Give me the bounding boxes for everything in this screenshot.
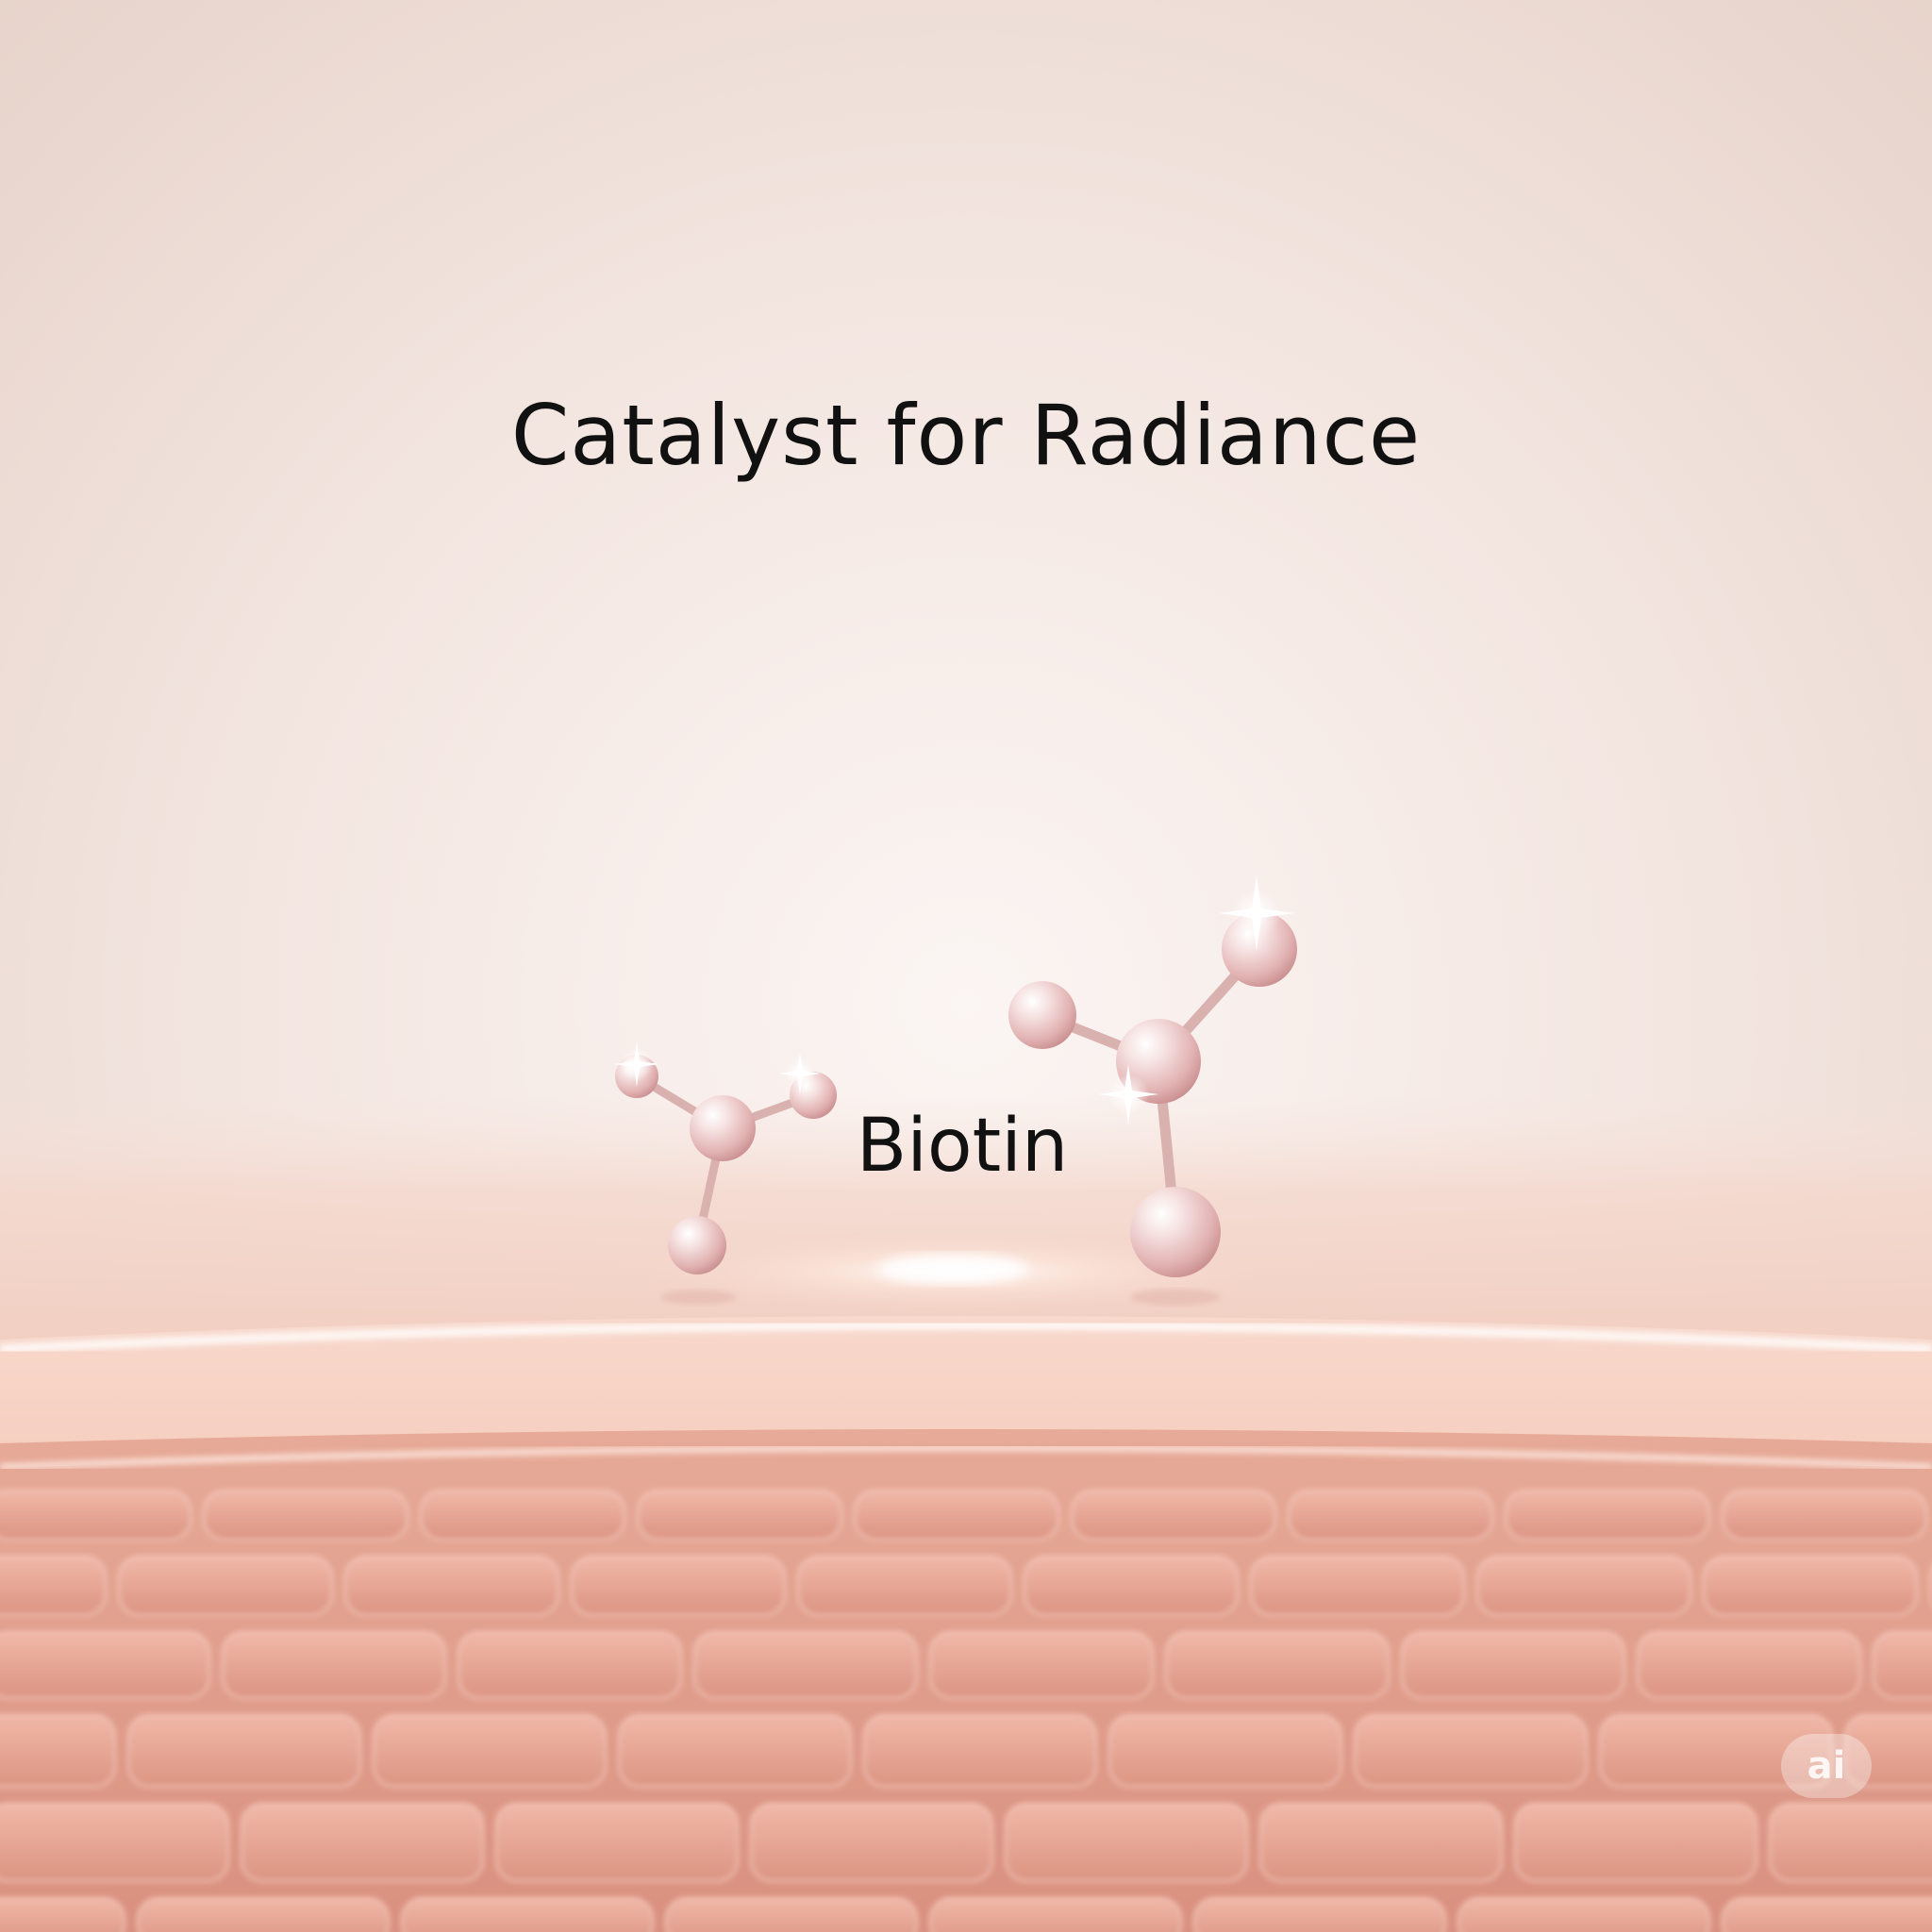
skin-cell (749, 1802, 994, 1883)
skin-cell (1004, 1802, 1249, 1883)
sparkle-icon (1219, 875, 1294, 951)
skin-cell (1192, 1896, 1447, 1932)
skin-cell (372, 1713, 608, 1789)
skin-cell (928, 1896, 1183, 1932)
skin-cell (1023, 1555, 1240, 1617)
skin-cell (494, 1802, 740, 1883)
ground-glow-core (877, 1254, 1028, 1284)
skin-cell (1475, 1555, 1692, 1617)
skin-cell (117, 1555, 334, 1617)
skin-cell (1721, 1896, 1932, 1932)
ai-badge: ai (1781, 1734, 1872, 1798)
skin-cell (0, 1489, 192, 1541)
skin-cells (0, 1489, 1932, 1932)
skin-cell (0, 1555, 108, 1617)
skin-cell (1353, 1713, 1589, 1789)
skin-cell (1636, 1630, 1862, 1700)
skin-cell (1400, 1630, 1626, 1700)
headline: Catalyst for Radiance (510, 387, 1422, 484)
sparkle-icon (614, 1041, 659, 1087)
skin-cell (796, 1555, 1013, 1617)
skin-cell (221, 1630, 447, 1700)
skin-cell (1249, 1555, 1466, 1617)
skin-cell (928, 1630, 1155, 1700)
skin-cell (1457, 1896, 1711, 1932)
skin-cell (1504, 1489, 1711, 1541)
skin-cell (343, 1555, 560, 1617)
sparkle-icon (1098, 1064, 1158, 1124)
skin-cell (202, 1489, 409, 1541)
skin-cell (1598, 1713, 1834, 1789)
skin-cell (862, 1713, 1098, 1789)
skin-cell (617, 1713, 853, 1789)
skin-cell (1702, 1555, 1919, 1617)
skin-cell (1164, 1630, 1391, 1700)
skin-cell (0, 1713, 117, 1789)
skin-cell (853, 1489, 1060, 1541)
biotin-label: Biotin (856, 1104, 1069, 1189)
skin-cell (636, 1489, 843, 1541)
skin-cell (400, 1896, 655, 1932)
skin-cell (1872, 1630, 1932, 1700)
skin-cell (570, 1555, 787, 1617)
skin-cell (1108, 1713, 1343, 1789)
skin-surface-highlight (0, 1321, 1932, 1354)
skin-cell (692, 1630, 919, 1700)
skin-cell (1070, 1489, 1277, 1541)
skin-cell (1258, 1802, 1504, 1883)
molecule-small-icon (615, 1055, 837, 1305)
skin-cell (1721, 1489, 1928, 1541)
skin-cell (0, 1896, 126, 1932)
skin-cell (664, 1896, 919, 1932)
skin-cell (1843, 1713, 1932, 1789)
skin-cell (1768, 1802, 1932, 1883)
sparkle-icon (779, 1053, 821, 1094)
skin-cell (1287, 1489, 1494, 1541)
skin-cell (419, 1489, 626, 1541)
skin-cell (0, 1630, 211, 1700)
skin-cell (0, 1802, 230, 1883)
skin-cell (136, 1896, 391, 1932)
skin-layer-line (0, 1444, 1932, 1471)
skin-cell (457, 1630, 683, 1700)
skin-cell (1513, 1802, 1758, 1883)
skin-cell (240, 1802, 485, 1883)
skin-cell (126, 1713, 362, 1789)
